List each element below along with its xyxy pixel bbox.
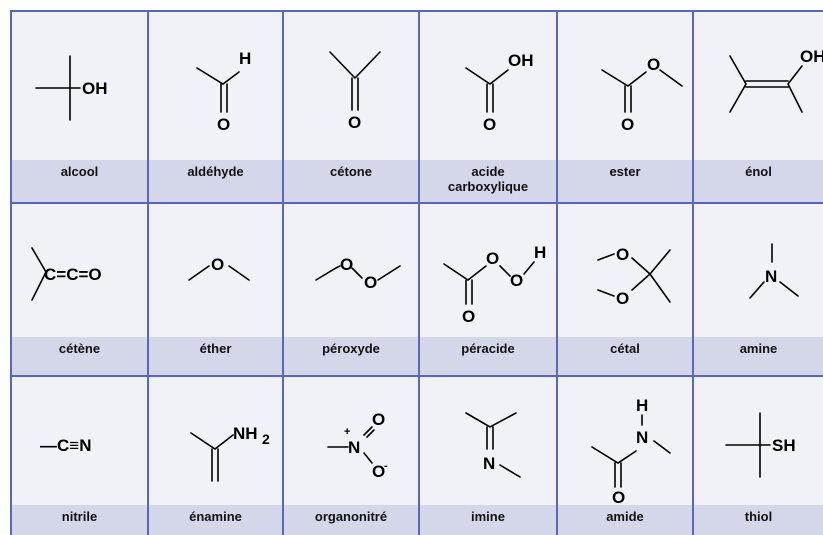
alcool-structure: OH [35, 55, 108, 121]
svg-text:O: O [483, 115, 496, 134]
enamine-structure: NH 2 [190, 424, 270, 482]
svg-text:C=C=O: C=C=O [44, 265, 102, 284]
cell-organonitre-structure [284, 377, 418, 505]
amide-structure: H N O [591, 396, 671, 507]
label-ester: ester [558, 160, 692, 202]
cetone-structure: O [329, 51, 381, 132]
svg-text:SH: SH [772, 436, 796, 455]
svg-text:O: O [486, 249, 499, 268]
amine-structure: N [749, 243, 799, 299]
acide-structure: OH O [465, 51, 534, 134]
aldehyde-structure: H O [196, 49, 251, 134]
svg-text:—C≡N: —C≡N [40, 436, 91, 455]
svg-text:O: O [348, 113, 361, 132]
cell-cetal-structure [558, 204, 692, 337]
cell-enamine-structure [149, 377, 282, 505]
svg-text:OH: OH [82, 79, 108, 98]
peroxyde-structure: O O [315, 255, 401, 292]
grid-line [10, 10, 823, 12]
cell-nitrile-structure [12, 377, 147, 505]
grid-line [10, 10, 12, 535]
grid-line [282, 10, 284, 535]
svg-text:O: O [372, 462, 385, 481]
svg-text:O: O [372, 410, 385, 429]
label-aldehyde: aldéhyde [149, 160, 282, 202]
svg-text:O: O [211, 255, 224, 274]
cell-amine-structure [694, 204, 823, 337]
cell-cetone-structure [284, 12, 418, 160]
cetal-structure: O O [597, 245, 671, 308]
grid-line [418, 10, 420, 535]
cell-acide-structure [420, 12, 556, 160]
svg-text:OH: OH [800, 47, 823, 66]
organonitre-structure: + N O O - [327, 410, 388, 481]
svg-text:NH: NH [233, 424, 258, 443]
svg-text:N: N [483, 454, 495, 473]
grid-line [147, 10, 149, 535]
svg-text:N: N [636, 428, 648, 447]
label-cetone: cétone [284, 160, 418, 202]
label-alcool: alcool [12, 160, 147, 202]
cell-ether-structure [149, 204, 282, 337]
label-amide: amide [558, 505, 692, 535]
svg-text:O: O [612, 488, 625, 507]
label-cetene: cétène [12, 337, 147, 375]
svg-text:N: N [348, 438, 360, 457]
peracide-structure: O O H O [443, 243, 546, 326]
ester-structure: O O [601, 55, 683, 134]
svg-text:O: O [616, 289, 629, 308]
cell-peroxyde-structure [284, 204, 418, 337]
cell-thiol-structure [694, 377, 823, 505]
svg-text:H: H [636, 396, 648, 415]
imine-structure: N [465, 412, 521, 478]
svg-text:O: O [217, 115, 230, 134]
nitrile-structure: —C≡N [40, 436, 91, 455]
label-organonitre: organonitré [284, 505, 418, 535]
cell-cetene-structure [12, 204, 147, 337]
cetene-structure: C=C=O [31, 247, 102, 301]
cell-imine-structure [420, 377, 556, 505]
svg-text:2: 2 [262, 431, 270, 447]
svg-text:O: O [364, 273, 377, 292]
cell-amide-structure [558, 377, 692, 505]
svg-text:O: O [616, 245, 629, 264]
label-nitrile: nitrile [12, 505, 147, 535]
thiol-structure: SH [725, 412, 796, 478]
grid-line [10, 202, 823, 204]
svg-text:O: O [647, 55, 660, 74]
svg-text:O: O [510, 271, 523, 290]
ether-structure: O [188, 255, 250, 281]
label-enol: énol [694, 160, 823, 202]
cell-alcool-structure [12, 12, 147, 160]
label-peracide: péracide [420, 337, 556, 375]
grid-line [10, 375, 823, 377]
svg-text:H: H [534, 243, 546, 262]
label-ether: éther [149, 337, 282, 375]
svg-text:H: H [239, 49, 251, 68]
svg-text:O: O [340, 255, 353, 274]
svg-text:N: N [765, 267, 777, 286]
grid-line [556, 10, 558, 535]
cell-peracide-structure [420, 204, 556, 337]
label-peroxyde: péroxyde [284, 337, 418, 375]
svg-text:+: + [344, 426, 350, 438]
label-cetal: cétal [558, 337, 692, 375]
cell-aldehyde-structure [149, 12, 282, 160]
svg-text:O: O [621, 115, 634, 134]
svg-text:OH: OH [508, 51, 534, 70]
label-enamine: énamine [149, 505, 282, 535]
cell-enol-structure [694, 12, 823, 160]
label-amine: amine [694, 337, 823, 375]
svg-text:-: - [384, 460, 388, 472]
label-thiol: thiol [694, 505, 823, 535]
label-imine: imine [420, 505, 556, 535]
svg-text:O: O [462, 307, 475, 326]
grid-line [692, 10, 694, 535]
enol-structure: OH [729, 47, 823, 113]
